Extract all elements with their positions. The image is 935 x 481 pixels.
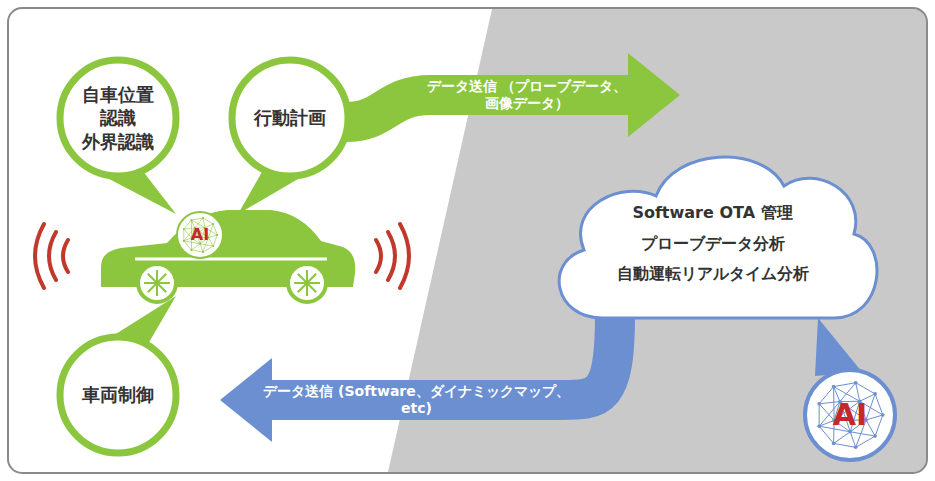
car-line bbox=[135, 258, 327, 261]
network-line bbox=[191, 244, 200, 250]
wheel-spoke bbox=[157, 283, 166, 292]
ai-text: AI bbox=[176, 223, 224, 247]
circle-shape bbox=[60, 60, 176, 176]
ai-node: AI bbox=[802, 367, 898, 463]
network-line bbox=[866, 420, 875, 436]
arrow-head bbox=[628, 53, 680, 137]
network-line bbox=[213, 224, 217, 235]
data-arrow bbox=[346, 53, 680, 137]
circle-text-box: 行動計画 bbox=[228, 56, 352, 180]
network-line bbox=[866, 415, 883, 420]
circle-node: 自車位置 認識外界認識 bbox=[56, 56, 180, 180]
network-line bbox=[850, 432, 875, 436]
arrow-head bbox=[220, 358, 272, 442]
network-dot bbox=[817, 424, 821, 428]
cloud-label: Software OTA 管理 bbox=[632, 198, 792, 228]
network-dot bbox=[216, 234, 218, 236]
network-dot bbox=[183, 240, 185, 242]
signal-wave bbox=[63, 240, 68, 272]
network-line bbox=[191, 250, 203, 252]
network-line bbox=[183, 229, 184, 241]
circle-text-box: 車両制御 bbox=[56, 333, 180, 457]
panel bbox=[8, 8, 927, 473]
network-line bbox=[819, 404, 820, 426]
network-dot bbox=[881, 413, 885, 417]
network-dot bbox=[190, 249, 192, 251]
network-line bbox=[203, 218, 213, 224]
cloud-label: プローブデータ分析 bbox=[641, 229, 785, 259]
circle-text-box: 自車位置 認識外界認識 bbox=[56, 56, 180, 180]
ai-text: AI bbox=[802, 397, 898, 433]
network-dot bbox=[212, 245, 214, 247]
arrow-label: データ送信 （プローブデータ、画像データ） bbox=[406, 78, 648, 112]
circle-shape bbox=[60, 337, 176, 453]
wheel-spoke bbox=[157, 274, 166, 283]
circle-shape bbox=[232, 60, 348, 176]
network-line bbox=[834, 443, 856, 447]
network-dot bbox=[854, 445, 858, 449]
wheel-spoke bbox=[148, 283, 157, 292]
circle-label: 車両制御 bbox=[72, 383, 164, 406]
car-wheel bbox=[138, 264, 176, 302]
cloud-label: 自動運転リアルタイム分析 bbox=[617, 259, 809, 289]
network-dot bbox=[873, 434, 877, 438]
arrow-label: データ送信 (Software、ダイナミックマップ、etc) bbox=[258, 383, 575, 417]
network-line bbox=[208, 235, 217, 238]
circle-node: 車両制御 bbox=[56, 333, 180, 457]
network-dot bbox=[202, 251, 204, 253]
network-dot bbox=[183, 228, 185, 230]
wheel-spoke bbox=[298, 283, 307, 292]
network-line bbox=[200, 244, 213, 246]
network-dot bbox=[190, 219, 192, 221]
network-line bbox=[819, 404, 834, 421]
cloud-text-box: Software OTA 管理プローブデータ分析自動運転リアルタイム分析 bbox=[540, 140, 885, 330]
network-line bbox=[213, 235, 217, 246]
network-dot bbox=[202, 217, 204, 219]
circle-label: 外界認識 bbox=[72, 130, 164, 153]
wheel-spoke bbox=[307, 274, 316, 283]
network-dot bbox=[817, 402, 821, 406]
wheel-spoke bbox=[307, 283, 316, 292]
network-line bbox=[200, 244, 203, 252]
car-illustration bbox=[95, 195, 360, 305]
network-line bbox=[875, 394, 883, 415]
network-line bbox=[184, 220, 192, 229]
network-dot bbox=[832, 385, 836, 389]
network-line bbox=[875, 415, 883, 436]
network-dot bbox=[854, 381, 858, 385]
wheel-spoke bbox=[298, 274, 307, 283]
ai-badge bbox=[177, 212, 223, 258]
signal-wave bbox=[376, 240, 381, 272]
signal-wave bbox=[400, 224, 409, 288]
circle-label: 行動計画 bbox=[244, 106, 336, 129]
network-dot bbox=[832, 442, 836, 446]
signal-wave bbox=[49, 232, 56, 280]
network-line bbox=[856, 436, 875, 447]
circle-node: 行動計画 bbox=[228, 56, 352, 180]
network-dot bbox=[873, 392, 877, 396]
panel-border bbox=[8, 8, 927, 473]
car-node: AI bbox=[95, 195, 360, 305]
circle-label: 自車位置 認識 bbox=[72, 83, 164, 130]
network-line bbox=[203, 246, 213, 252]
network-line bbox=[184, 229, 192, 238]
network-line bbox=[850, 432, 855, 448]
network-line bbox=[834, 432, 851, 444]
cloud-shape bbox=[559, 157, 877, 318]
car-wheel bbox=[288, 264, 326, 302]
signal-wave bbox=[388, 232, 395, 280]
network-dot bbox=[212, 223, 214, 225]
network-line bbox=[819, 387, 833, 404]
wheel-spoke bbox=[148, 274, 157, 283]
cloud-node: Software OTA 管理プローブデータ分析自動運転リアルタイム分析 bbox=[540, 140, 885, 330]
data-arrow bbox=[220, 314, 615, 442]
bubble-tail bbox=[815, 318, 862, 376]
signal-wave bbox=[35, 224, 44, 288]
network-line bbox=[856, 383, 875, 394]
